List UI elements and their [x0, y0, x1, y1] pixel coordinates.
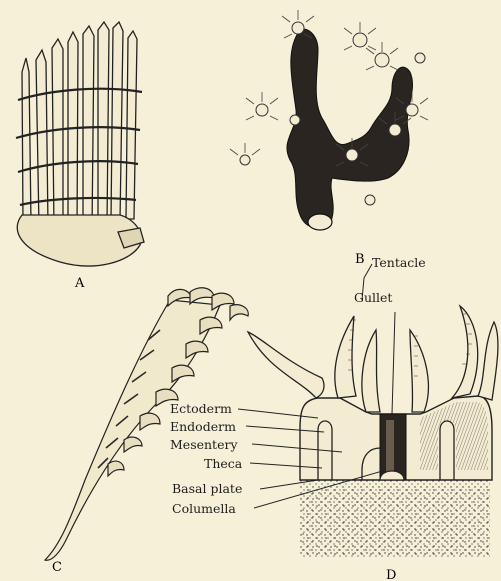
label-gullet: Gullet	[354, 291, 392, 305]
figure-a-coral-colony	[16, 22, 144, 266]
coral-rings	[16, 89, 142, 205]
label-ectoderm: Ectoderm	[170, 402, 232, 416]
label-tentacle: Tentacle	[372, 256, 426, 270]
figure-b-letter: B	[355, 252, 365, 267]
leader-gullet	[392, 312, 395, 414]
label-basal-plate: Basal plate	[172, 482, 242, 496]
figure-c-letter: C	[52, 560, 62, 575]
label-columella: Columella	[172, 502, 236, 516]
label-endoderm: Endoderm	[170, 420, 236, 434]
figure-d-polyp-section	[248, 306, 498, 557]
d-tentacles	[248, 306, 498, 412]
figure-b-branch-with-polyps	[230, 10, 428, 230]
label-theca: Theca	[204, 457, 242, 471]
label-mesentery: Mesentery	[170, 438, 238, 452]
figure-d-letter: D	[386, 568, 396, 581]
branch-cut-end	[308, 214, 332, 230]
figure-a-letter: A	[74, 276, 85, 291]
